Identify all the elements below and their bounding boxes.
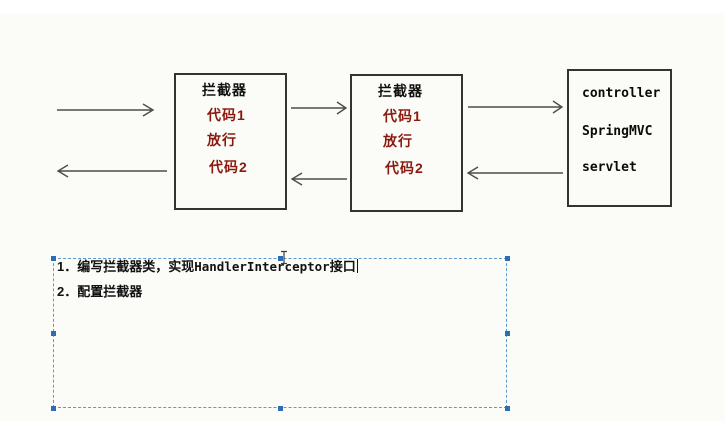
interceptor-pass-label: 放行 — [207, 132, 237, 148]
springmvc-label: SpringMVC — [582, 124, 653, 139]
note-line-2: 2．配置拦截器 — [57, 284, 143, 299]
arrow-interceptor-to-server — [468, 100, 564, 114]
arrow-left-to-right-interceptor — [291, 101, 348, 115]
selection-handle-bottom-right[interactable] — [505, 406, 510, 411]
servlet-label: servlet — [582, 160, 637, 175]
arrow-right-to-left-interceptor — [290, 172, 347, 186]
bottom-margin — [0, 421, 725, 433]
arrow-request-in — [57, 103, 155, 117]
interceptor-box-right[interactable]: 拦截器 代码1 放行 代码2 — [350, 74, 463, 212]
interceptor-code1-label: 代码1 — [383, 108, 422, 124]
arrow-response-out — [56, 164, 167, 178]
note-line-1: 1．编写拦截器类，实现HandlerInterceptor接口 — [57, 259, 497, 274]
selection-handle-top-center[interactable] — [278, 256, 283, 261]
interceptor-code2-label: 代码2 — [385, 160, 424, 176]
note-line-1-suffix: 接口 — [329, 259, 356, 274]
selection-handle-middle-right[interactable] — [505, 331, 510, 336]
controller-label: controller — [582, 86, 661, 101]
interceptor-code1-label: 代码1 — [207, 107, 246, 123]
interceptor-title: 拦截器 — [378, 83, 423, 99]
server-box[interactable]: controller SpringMVC servlet — [567, 69, 672, 207]
interceptor-title: 拦截器 — [202, 82, 247, 98]
notes-text[interactable]: 1．编写拦截器类，实现HandlerInterceptor接口 2．配置拦截器 — [57, 259, 497, 299]
selection-handle-top-right[interactable] — [505, 256, 510, 261]
selection-handle-top-left[interactable] — [51, 256, 56, 261]
selection-handle-bottom-left[interactable] — [51, 406, 56, 411]
note-line-1-code: HandlerInterceptor — [194, 259, 330, 274]
top-margin — [0, 0, 725, 13]
note-line-1-prefix: 1．编写拦截器类，实现 — [57, 259, 195, 274]
interceptor-box-left[interactable]: 拦截器 代码1 放行 代码2 — [174, 73, 287, 210]
selection-handle-bottom-center[interactable] — [278, 406, 283, 411]
arrow-server-to-interceptor — [466, 166, 563, 180]
text-caret — [356, 259, 359, 273]
interceptor-pass-label: 放行 — [383, 133, 413, 149]
interceptor-code2-label: 代码2 — [209, 159, 248, 175]
selection-handle-middle-left[interactable] — [51, 331, 56, 336]
